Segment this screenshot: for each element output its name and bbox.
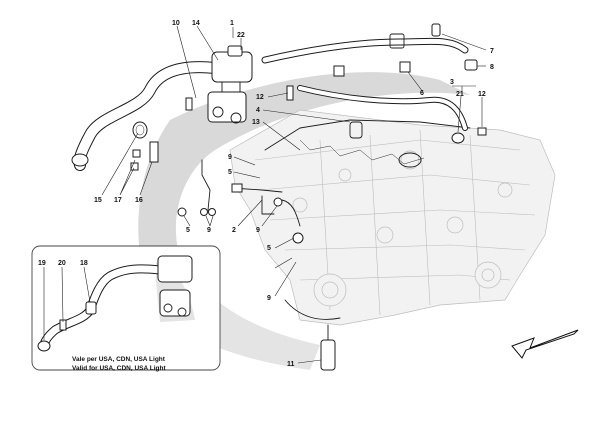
callout-12-right: 12 (478, 91, 486, 98)
thermostat-housing (207, 45, 253, 124)
inset-note-italian: Vale per USA, CDN, USA Light (72, 356, 166, 363)
callout-18: 18 (80, 260, 88, 267)
callout-4: 4 (256, 107, 260, 114)
callout-10: 10 (172, 20, 180, 27)
callout-5-upper: 5 (228, 169, 232, 176)
callout-6: 6 (420, 90, 424, 97)
usa-variant-inset (31, 245, 221, 371)
callout-labels: 1 22 10 14 12 4 13 9 5 15 17 16 5 9 2 9 … (38, 20, 494, 368)
callout-12-left: 12 (256, 94, 264, 101)
callout-9-lower-left: 9 (207, 227, 211, 234)
callout-5-lower: 5 (267, 245, 271, 252)
callout-21: 21 (456, 91, 464, 98)
callout-9-center: 9 (256, 227, 260, 234)
callout-14: 14 (192, 20, 200, 27)
left-coolant-hose (71, 61, 221, 171)
callout-2: 2 (232, 227, 236, 234)
bolts-17 (130, 141, 159, 171)
callout-8: 8 (490, 64, 494, 71)
callout-11: 11 (287, 361, 295, 368)
callout-19: 19 (38, 260, 46, 267)
right-coolant-hose (297, 85, 468, 131)
callout-22: 22 (237, 32, 245, 39)
top-coolant-pipe (261, 33, 469, 64)
inset-note-english: Valid for USA, CDN, USA Light (72, 365, 166, 372)
clamp-15 (132, 121, 148, 139)
fitting-9 (261, 195, 304, 244)
callout-1: 1 (230, 20, 234, 27)
bleeder-valve-7-8 (431, 23, 478, 71)
fitting-3-21 (451, 127, 487, 144)
arrow-down-left-icon (511, 329, 579, 359)
screws-5-9 (177, 207, 216, 217)
fitting-6 (333, 61, 411, 77)
callout-9-upper: 9 (228, 154, 232, 161)
callout-9-lower: 9 (267, 295, 271, 302)
engine-detail (264, 119, 471, 320)
callout-16: 16 (135, 197, 143, 204)
callout-5-lower-left: 5 (186, 227, 190, 234)
leader-lines (43, 25, 487, 364)
callout-15: 15 (94, 197, 102, 204)
callout-20: 20 (58, 260, 66, 267)
engine-block (229, 109, 556, 326)
callout-7: 7 (490, 48, 494, 55)
callout-13: 13 (252, 119, 260, 126)
callout-3: 3 (450, 79, 454, 86)
callout-17: 17 (114, 197, 122, 204)
sensor-11 (320, 324, 336, 371)
